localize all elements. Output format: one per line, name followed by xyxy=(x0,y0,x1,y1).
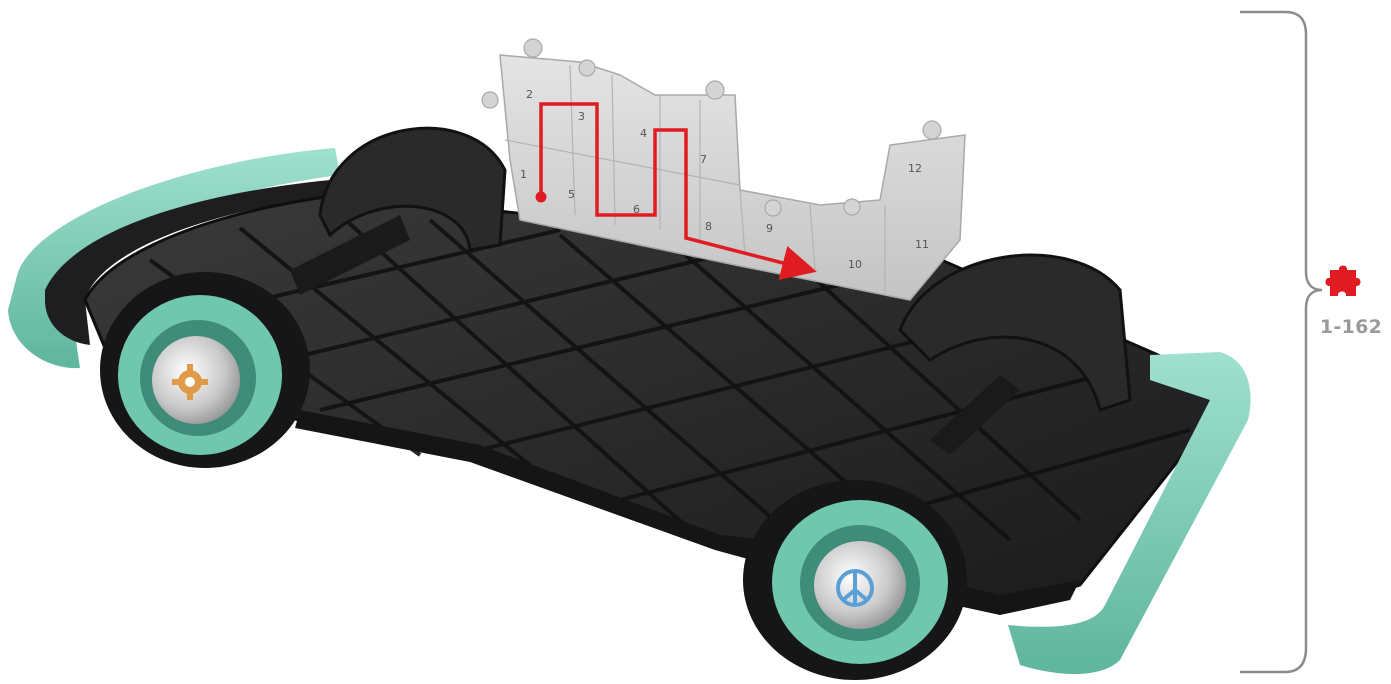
puzzle-piece-icon xyxy=(1325,265,1361,296)
peace-sign-icon xyxy=(836,569,874,607)
piece-range-label: 1-162 xyxy=(1319,316,1383,338)
puzzle-wall: 2 3 4 5 6 7 8 9 10 11 12 1 xyxy=(481,38,966,301)
piece-number: 5 xyxy=(568,188,575,201)
rear-bumper-inner xyxy=(45,180,335,345)
front-bumper xyxy=(1008,352,1251,675)
piece-number: 9 xyxy=(766,222,773,235)
piece-number: 8 xyxy=(705,220,712,233)
piece-number: 6 xyxy=(633,203,640,216)
puzzle-panel-upper xyxy=(499,54,966,301)
rear-left-wheel-arch xyxy=(318,126,507,252)
piece-number: 2 xyxy=(526,88,533,101)
piece-number: 12 xyxy=(908,162,922,175)
gear-icon xyxy=(172,364,208,400)
path-start-dot xyxy=(535,191,547,203)
rear-wheel xyxy=(100,272,310,468)
range-bracket xyxy=(1240,10,1323,674)
assembly-order-path xyxy=(535,102,817,280)
piece-number: 4 xyxy=(640,127,647,140)
piece-number: 1 xyxy=(520,168,527,181)
rear-crossbar xyxy=(290,215,410,295)
front-crossbar xyxy=(930,375,1020,455)
side-rail xyxy=(295,410,1080,615)
piece-number: 10 xyxy=(848,258,862,271)
front-wheel xyxy=(743,480,967,680)
piece-number: 11 xyxy=(915,238,929,251)
piece-number: 3 xyxy=(578,110,585,123)
piece-number: 7 xyxy=(700,153,707,166)
front-right-wheel-arch xyxy=(898,253,1132,412)
